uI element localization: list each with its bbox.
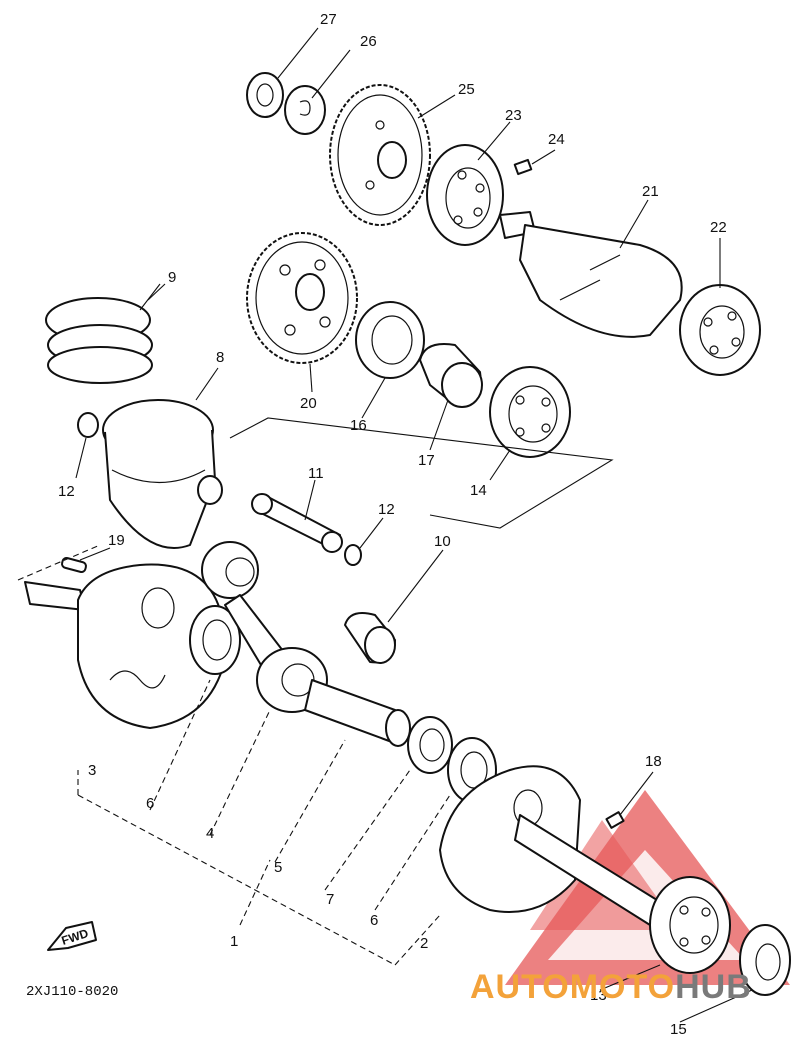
part-24-key — [513, 158, 533, 176]
label-11: 11 — [308, 465, 324, 482]
label-26: 26 — [360, 33, 377, 50]
part-20-gear — [246, 232, 358, 364]
part-2-crank-right — [439, 765, 666, 926]
part-6-bearing-left — [189, 605, 241, 675]
automotohub-logo: AUTOMOTOHUB — [470, 968, 752, 1006]
part-27-collar — [246, 72, 284, 118]
label-18: 18 — [645, 753, 662, 770]
leader-lines — [17, 27, 753, 1023]
part-7-needle-bearing — [407, 716, 453, 774]
part-4-connecting-rod — [201, 541, 328, 713]
label-22: 22 — [710, 219, 727, 236]
part-14-bearing — [489, 366, 571, 458]
label-2: 2 — [420, 935, 428, 952]
label-23: 23 — [505, 107, 522, 124]
label-3: 3 — [88, 762, 96, 779]
svg-text:AUTOMOTOHUB: AUTOMOTOHUB — [470, 968, 752, 1006]
part-9-piston-rings — [45, 297, 153, 384]
label-8: 8 — [216, 349, 224, 366]
part-12-circlip-left — [77, 412, 99, 438]
part-15-seal — [739, 924, 791, 996]
part-5-crank-pin — [304, 679, 411, 747]
part-21-balancer-shaft — [499, 211, 683, 338]
part-26-circlip — [284, 85, 326, 135]
label-15: 15 — [670, 1021, 687, 1038]
label-1: 1 — [230, 933, 238, 950]
assembly-guide-lines — [229, 417, 614, 529]
part-19-key — [61, 556, 87, 574]
label-21: 21 — [642, 183, 659, 200]
label-7: 7 — [326, 891, 334, 908]
label-17: 17 — [418, 452, 435, 469]
label-12-left: 12 — [58, 483, 75, 500]
label-25: 25 — [458, 81, 475, 98]
label-12-right: 12 — [378, 501, 395, 518]
label-20: 20 — [300, 395, 317, 412]
label-19: 19 — [108, 532, 125, 549]
part-25-gear — [329, 84, 431, 226]
part-labels: 27 26 25 23 24 21 22 9 8 20 16 17 14 12 … — [58, 11, 727, 1038]
label-24: 24 — [548, 131, 565, 148]
part-22-bearing — [679, 284, 761, 376]
part-10-needle-bearing — [344, 612, 396, 664]
label-9: 9 — [168, 269, 176, 286]
logo-text-auto: AUTO — [470, 968, 570, 1006]
part-11-piston-pin — [251, 493, 343, 553]
logo-text-hub: HUB — [675, 968, 752, 1006]
part-3-crank-left — [24, 563, 226, 729]
diagram-code: 2XJ110-8020 — [26, 984, 118, 1000]
label-5: 5 — [274, 859, 282, 876]
part-18-key — [605, 811, 625, 829]
label-10: 10 — [434, 533, 451, 550]
part-13-bearing — [649, 876, 731, 974]
label-27: 27 — [320, 11, 337, 28]
label-13: 13 — [590, 987, 607, 1004]
label-6-right: 6 — [370, 912, 378, 929]
part-17-collar — [419, 343, 483, 408]
label-4: 4 — [206, 825, 214, 842]
part-12-circlip-right — [344, 544, 362, 566]
logo-text-moto: MOTO — [570, 968, 675, 1006]
part-8-piston — [102, 399, 223, 549]
label-6-left: 6 — [146, 795, 154, 812]
part-23-bearing — [426, 144, 504, 246]
label-16: 16 — [350, 417, 367, 434]
fwd-arrow-icon: FWD — [47, 921, 97, 951]
label-14: 14 — [470, 482, 487, 499]
part-16-bearing — [355, 301, 425, 379]
